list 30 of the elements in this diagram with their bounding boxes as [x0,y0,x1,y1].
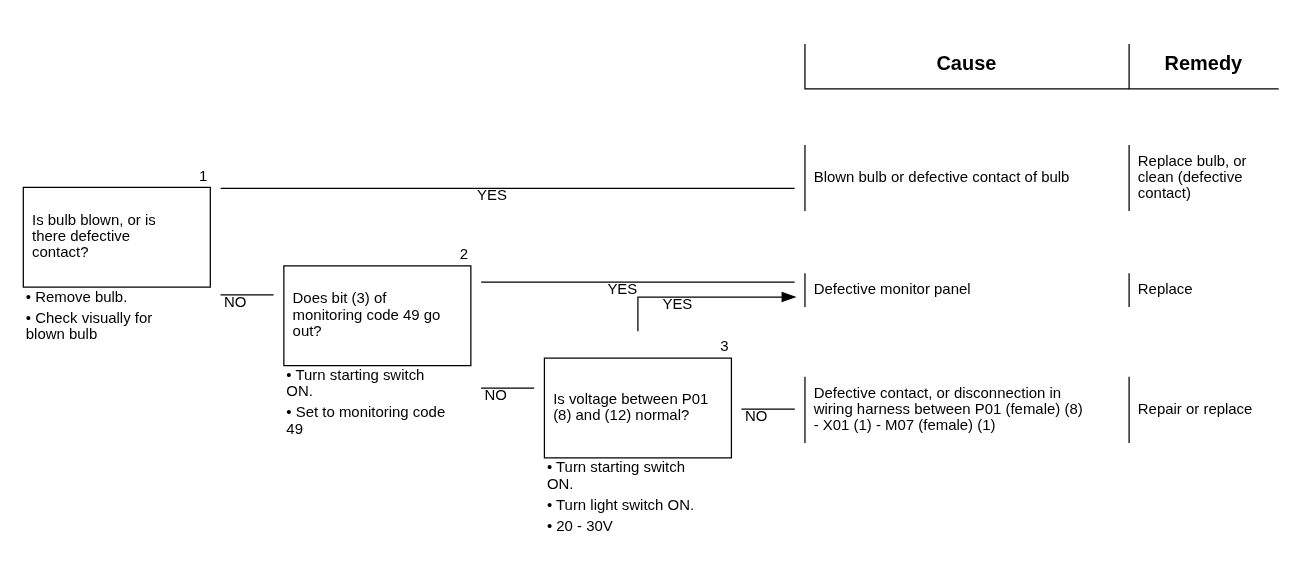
connector [220,187,796,189]
node-label: • Turn light switch ON. [546,495,695,513]
label: Cause [936,51,997,74]
connector [480,281,796,283]
edge-label: NO [745,407,768,425]
node-box: Does bit (3) of monitoring code 49 go out? [283,265,472,367]
node-label: • Set to monitoring code 49 [286,403,446,437]
edge-label: NO [484,386,507,404]
node-label: 1 [199,166,208,184]
node-label: • Check visually for blown bulb [25,308,153,342]
arrow [637,291,797,332]
node-text: Defective contact, or disconnection in wiring harness between P01 (female) (8) - X01 (1) - M07 (female) (1) Repair or replace [813,383,1253,433]
node-box: Is bulb blown, or is there defective contact? [22,186,211,288]
node-label: 2 [459,245,468,263]
node-text: Defective monitor panel Replace [813,280,1193,298]
label: Remedy [1164,51,1243,74]
node-label: • Turn starting switch ON. [546,458,685,492]
connector [219,294,275,296]
edge-label: YES [477,186,507,204]
edge-label: NO [224,292,247,310]
node-label: • 20 - 30V [546,516,613,534]
node-label: • Turn starting switch ON. [286,366,425,400]
edge-label: YES [607,280,638,298]
connector [480,387,535,389]
node-box: Is voltage between P01 (8) and (12) normal? [543,357,733,459]
node-label: 3 [720,337,729,355]
node-label: • Remove bulb. [25,287,128,305]
edge-label: YES [662,295,693,313]
connector [740,408,796,410]
node-text: Blown bulb or defective contact of bulb Replace bulb, or clean (defective contact) [813,151,1247,202]
